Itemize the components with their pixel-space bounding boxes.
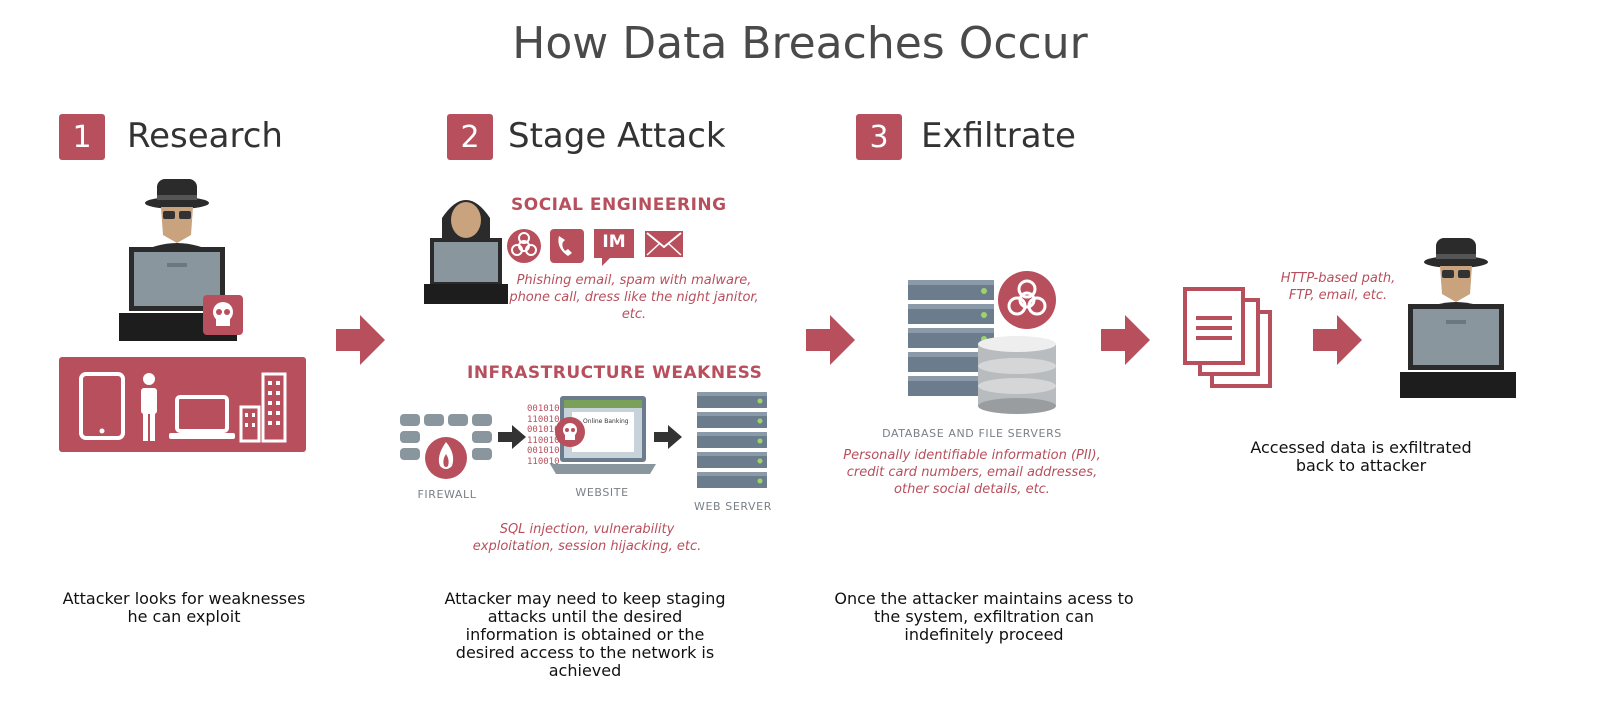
documents-icon bbox=[1183, 287, 1272, 388]
firewall-label: FIREWALL bbox=[417, 488, 477, 501]
website-laptop-icon bbox=[550, 396, 656, 474]
step-3-description: Once the attacker maintains acess to the… bbox=[834, 589, 1134, 644]
firewall-icon bbox=[400, 414, 492, 479]
exfil-path-caption: HTTP-based path, FTP, email, etc. bbox=[1280, 271, 1396, 303]
database-caption: Personally identifiable information (PII… bbox=[843, 448, 1101, 497]
arrow-right-icon bbox=[806, 315, 855, 365]
arrow-right-icon bbox=[1101, 315, 1150, 365]
database-servers-icon bbox=[908, 271, 1056, 414]
step-1-label: Research bbox=[127, 116, 283, 156]
social-engineer-icon bbox=[424, 200, 508, 304]
web-server-icon bbox=[697, 392, 767, 488]
hacker-icon bbox=[1400, 238, 1516, 398]
step-1-number: 1 bbox=[59, 114, 105, 160]
step-1-description: Attacker looks for weaknesses he can exp… bbox=[62, 589, 306, 626]
page-title: How Data Breaches Occur bbox=[512, 18, 1088, 69]
step-3-label: Exfiltrate bbox=[921, 116, 1076, 156]
binary-stream: 001010 110010 001010 110010 001010 11001… bbox=[527, 404, 560, 467]
step-2-description: Attacker may need to keep staging attack… bbox=[444, 589, 726, 680]
website-label: WEBSITE bbox=[575, 486, 629, 499]
targets-icons bbox=[79, 372, 287, 443]
arrow-right-icon bbox=[654, 425, 682, 449]
step-3-number: 3 bbox=[856, 114, 902, 160]
social-vectors-icons bbox=[507, 229, 683, 266]
social-engineering-heading: SOCIAL ENGINEERING bbox=[511, 195, 727, 215]
arrow-right-icon bbox=[498, 425, 526, 449]
arrow-right-icon bbox=[1313, 315, 1362, 365]
exfil-result-text: Accessed data is exfiltrated back to att… bbox=[1250, 438, 1472, 475]
infrastructure-weakness-heading: INFRASTRUCTURE WEAKNESS bbox=[467, 363, 763, 383]
step-2-label: Stage Attack bbox=[508, 116, 726, 156]
social-engineering-caption: Phishing email, spam with malware, phone… bbox=[509, 273, 759, 322]
database-servers-label: DATABASE AND FILE SERVERS bbox=[882, 427, 1062, 440]
browser-page-title: Online Banking bbox=[583, 418, 629, 425]
hacker-icon bbox=[119, 179, 243, 341]
im-icon-label: IM bbox=[602, 232, 626, 252]
web-server-label: WEB SERVER bbox=[694, 500, 772, 513]
infrastructure-weakness-caption: SQL injection, vulnerability exploitatio… bbox=[472, 522, 702, 554]
step-2-number: 2 bbox=[447, 114, 493, 160]
arrow-right-icon bbox=[336, 315, 385, 365]
